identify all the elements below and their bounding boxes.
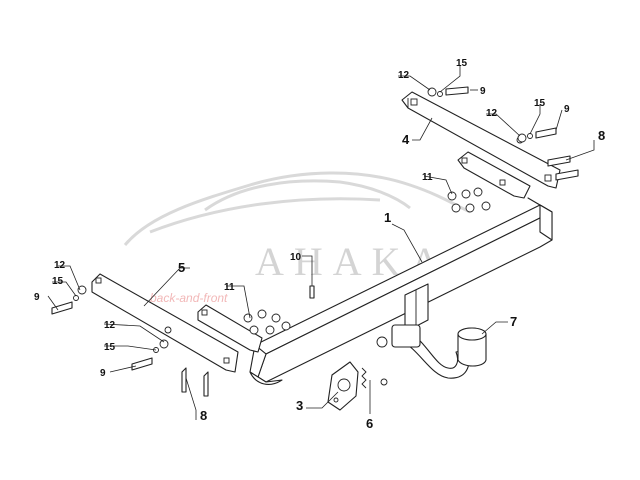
hitch-mount-plate [404,283,429,333]
callout-part-15-d: 15 [104,342,116,353]
watermark-tagline-text: back-and-front [150,291,228,305]
bolt-set-left-upper [51,285,87,315]
watermark-car-roof [204,179,411,212]
callout-part-12-b: 12 [486,108,498,119]
leader-lines [47,66,595,420]
cross-beam [249,197,553,385]
callout-part-7: 7 [510,314,517,329]
callout-part-11-b: 11 [224,282,235,293]
callout-part-8-right: 8 [598,128,605,143]
tow-ball-neck [376,324,470,379]
callout-part-15-c: 15 [52,276,64,287]
callout-part-15-a: 15 [456,58,468,69]
callout-part-1: 1 [384,210,391,225]
bolt-set-right-mid [517,127,557,143]
callout-part-6: 6 [366,416,373,431]
callout-part-9-c: 9 [34,292,40,303]
callout-part-12-a: 12 [398,70,410,81]
callout-part-12-c: 12 [54,260,66,271]
watermark-car-outline [123,171,471,246]
callout-part-15-b: 15 [534,98,546,109]
callout-part-12-d: 12 [104,320,116,331]
tow-ball-cap [457,327,487,367]
callout-part-9-b: 9 [564,104,570,115]
callout-part-9-a: 9 [480,86,486,97]
callout-labels: 1 3 4 5 6 7 8 8 9 9 9 9 10 11 11 12 12 1… [34,58,605,431]
nut-set-left [243,309,291,335]
bolt-set-left-bottom [181,367,209,397]
callout-part-3: 3 [296,398,303,413]
callout-part-8-left: 8 [200,408,207,423]
callout-part-11-a: 11 [422,172,433,183]
bolt-10 [309,285,315,299]
inner-bracket-right [457,151,531,199]
callout-part-5: 5 [178,260,185,275]
bolt-set-right-lower [547,155,579,181]
callout-part-10: 10 [290,252,302,263]
callout-part-4: 4 [402,132,410,147]
inner-bracket-left [197,304,263,353]
bolt-set-right-upper [427,86,469,97]
nut-set-right [447,187,491,213]
side-bracket-left [91,273,239,373]
bolt-set-left-lower [131,339,169,371]
spring-pin [361,367,388,389]
socket-plate [327,361,359,411]
callout-part-9-d: 9 [100,368,106,379]
